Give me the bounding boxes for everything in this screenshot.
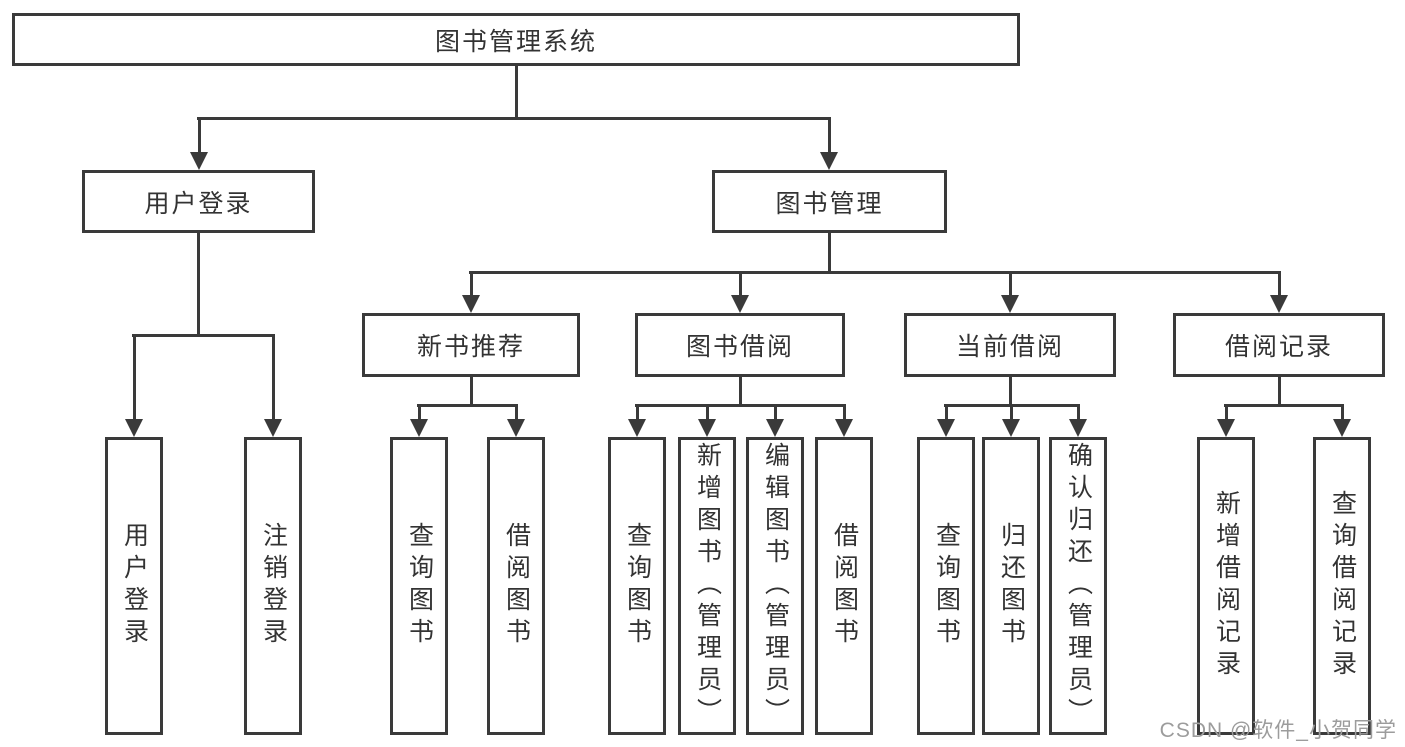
arrowhead-down-icon	[264, 419, 282, 437]
arrowhead-down-icon	[1270, 295, 1288, 313]
arrowhead-down-icon	[125, 419, 143, 437]
connector-line	[470, 272, 473, 296]
arrowhead-down-icon	[190, 152, 208, 170]
leaf-search-borrow-record: 查询借阅记录	[1313, 437, 1371, 735]
connector-line	[272, 335, 275, 419]
node-label: 当前借阅	[955, 333, 1064, 361]
leaf-edit-books-admin: 编辑图书（管理员）	[746, 437, 804, 735]
arrowhead-down-icon	[628, 419, 646, 437]
arrowhead-down-icon	[462, 295, 480, 313]
node-label: 查询图书	[623, 522, 652, 650]
connector-line	[706, 405, 709, 421]
node-label: 用户登录	[144, 189, 253, 218]
leaf-confirm-return-admin: 确认归还（管理员）	[1049, 437, 1107, 735]
arrowhead-down-icon	[1001, 295, 1019, 313]
node-label: 查询图书	[932, 522, 961, 650]
connector-line	[197, 117, 831, 120]
node-label: 编辑图书（管理员）	[761, 442, 790, 730]
arrowhead-down-icon	[410, 419, 428, 437]
node-current-borrowing: 当前借阅	[904, 313, 1116, 377]
arrowhead-down-icon	[1217, 419, 1235, 437]
node-new-book-recommendation: 新书推荐	[362, 313, 580, 377]
connector-line	[198, 118, 201, 154]
connector-line	[132, 334, 275, 337]
connector-line	[197, 233, 200, 335]
connector-line	[1009, 272, 1012, 296]
node-borrowing-records: 借阅记录	[1173, 313, 1385, 377]
node-book-borrowing: 图书借阅	[635, 313, 845, 377]
node-label: 借阅图书	[830, 522, 859, 650]
arrowhead-down-icon	[766, 419, 784, 437]
node-label: 用户登录	[120, 522, 149, 650]
connector-line	[828, 118, 831, 154]
connector-line	[1225, 405, 1228, 421]
connector-line	[1341, 405, 1344, 421]
arrowhead-down-icon	[1333, 419, 1351, 437]
leaf-borrow-books-recommend: 借阅图书	[487, 437, 545, 735]
connector-line	[843, 405, 846, 421]
connector-line	[1278, 272, 1281, 296]
leaf-search-books-borrowing: 查询图书	[608, 437, 666, 735]
leaf-logout-login: 注销登录	[244, 437, 302, 735]
node-label: 新增借阅记录	[1212, 490, 1241, 682]
node-label: 图书借阅	[685, 333, 794, 361]
connector-line	[470, 377, 473, 405]
node-label: 图书管理系统	[434, 27, 597, 56]
connector-line	[1009, 377, 1012, 405]
connector-line	[418, 405, 421, 421]
node-user-login: 用户登录	[82, 170, 315, 233]
leaf-borrow-books-borrowing: 借阅图书	[815, 437, 873, 735]
connector-line	[133, 335, 136, 419]
leaf-user-login: 用户登录	[105, 437, 163, 735]
connector-line	[515, 66, 518, 118]
arrowhead-down-icon	[698, 419, 716, 437]
connector-line	[1224, 404, 1344, 407]
node-label: 图书管理	[775, 189, 884, 218]
arrowhead-down-icon	[731, 295, 749, 313]
leaf-add-borrow-record: 新增借阅记录	[1197, 437, 1255, 735]
node-book-management: 图书管理	[712, 170, 947, 233]
connector-line	[1010, 405, 1013, 421]
arrowhead-down-icon	[507, 419, 525, 437]
connector-line	[469, 271, 1281, 274]
node-label: 查询借阅记录	[1328, 490, 1357, 682]
arrowhead-down-icon	[937, 419, 955, 437]
arrowhead-down-icon	[835, 419, 853, 437]
arrowhead-down-icon	[1069, 419, 1087, 437]
leaf-return-books: 归还图书	[982, 437, 1040, 735]
node-label: 借阅记录	[1224, 333, 1333, 361]
leaf-search-books-recommend: 查询图书	[390, 437, 448, 735]
connector-line	[1077, 405, 1080, 421]
arrowhead-down-icon	[1002, 419, 1020, 437]
node-label: 新书推荐	[416, 333, 525, 361]
arrowhead-down-icon	[820, 152, 838, 170]
connector-line	[417, 404, 518, 407]
connector-line	[739, 272, 742, 296]
connector-line	[739, 377, 742, 405]
leaf-search-books-current: 查询图书	[917, 437, 975, 735]
connector-line	[945, 405, 948, 421]
connector-line	[774, 405, 777, 421]
connector-line	[515, 405, 518, 421]
node-label: 借阅图书	[502, 522, 531, 650]
connector-line	[636, 405, 639, 421]
node-label: 归还图书	[997, 522, 1026, 650]
watermark: CSDN @软件_小贺同学	[1159, 719, 1397, 742]
node-library-management-system: 图书管理系统	[12, 13, 1020, 66]
node-label: 注销登录	[259, 522, 288, 650]
node-label: 确认归还（管理员）	[1064, 442, 1093, 730]
node-label: 新增图书（管理员）	[693, 442, 722, 730]
connector-line	[1278, 377, 1281, 405]
connector-line	[828, 233, 831, 272]
leaf-add-books-admin: 新增图书（管理员）	[678, 437, 736, 735]
connector-line	[635, 404, 846, 407]
node-label: 查询图书	[405, 522, 434, 650]
